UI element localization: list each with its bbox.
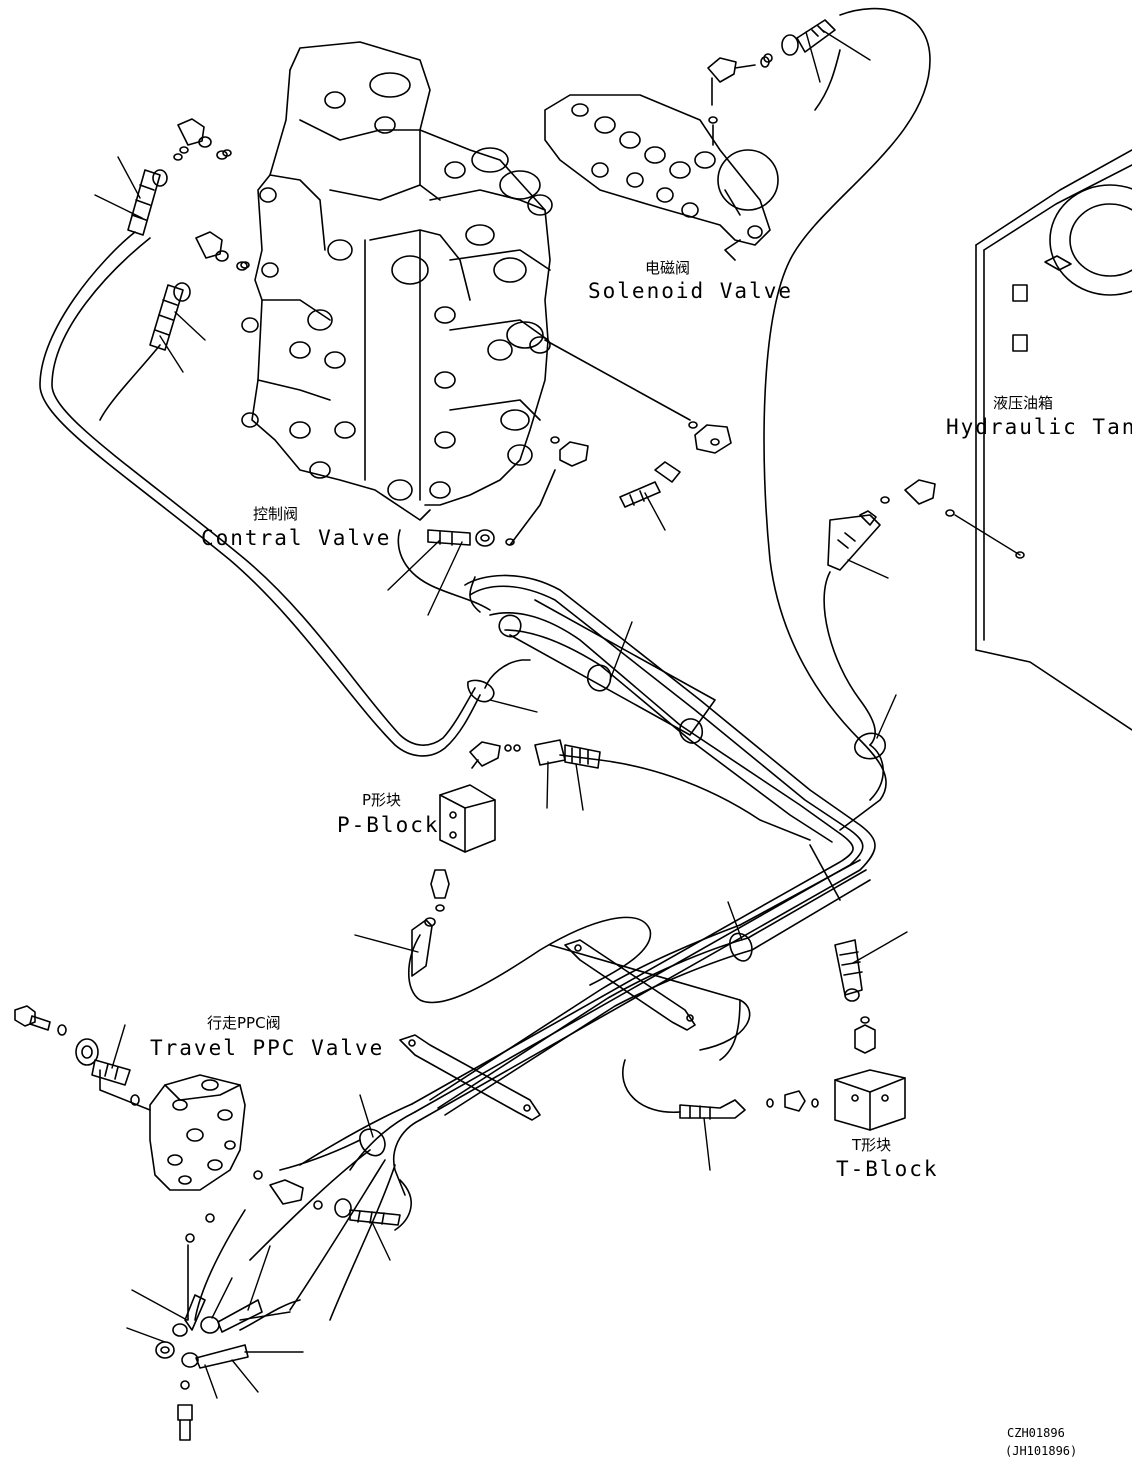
top-hose-fitting bbox=[763, 19, 836, 63]
p-block bbox=[411, 741, 521, 977]
hose-end-pblock bbox=[534, 739, 601, 769]
cv-hose-ends bbox=[127, 169, 191, 351]
control-valve-label-en: Contral Valve bbox=[201, 526, 392, 550]
o-rings bbox=[222, 149, 1025, 559]
p-block-label-en: P-Block bbox=[337, 813, 440, 837]
control-valve bbox=[241, 41, 691, 521]
travel-ppc-valve-label-cn: 行走PPC阀 bbox=[207, 1014, 281, 1032]
hydraulic-tank-label-cn: 液压油箱 bbox=[993, 394, 1054, 412]
hose-clamps bbox=[359, 599, 886, 1157]
solenoid-valve-label-cn: 电磁阀 bbox=[645, 259, 691, 277]
t-block bbox=[679, 939, 906, 1131]
travel-ppc-valve bbox=[14, 1005, 401, 1441]
p-block-label-cn: P形块 bbox=[362, 791, 402, 809]
hydraulic-tank bbox=[975, 149, 1132, 731]
travel-ppc-valve-label-en: Travel PPC Valve bbox=[150, 1036, 385, 1060]
hoses bbox=[39, 7, 931, 1331]
solenoid-valve bbox=[544, 56, 779, 261]
drawing-code-sub: (JH101896) bbox=[1005, 1444, 1078, 1458]
t-block-label-en: T-Block bbox=[836, 1157, 939, 1181]
cv-left-fittings bbox=[173, 118, 248, 271]
control-valve-label-cn: 控制阀 bbox=[253, 505, 299, 523]
solenoid-valve-label-en: Solenoid Valve bbox=[588, 279, 794, 303]
cv-right-fittings bbox=[427, 424, 936, 571]
t-block-label-cn: T形块 bbox=[852, 1136, 892, 1154]
leader-lines bbox=[94, 29, 1021, 1399]
hose-brackets bbox=[399, 939, 696, 1121]
drawing-code: CZH01896 bbox=[1007, 1426, 1065, 1440]
hydraulic-tank-label-en: Hydraulic Tank bbox=[946, 415, 1132, 439]
